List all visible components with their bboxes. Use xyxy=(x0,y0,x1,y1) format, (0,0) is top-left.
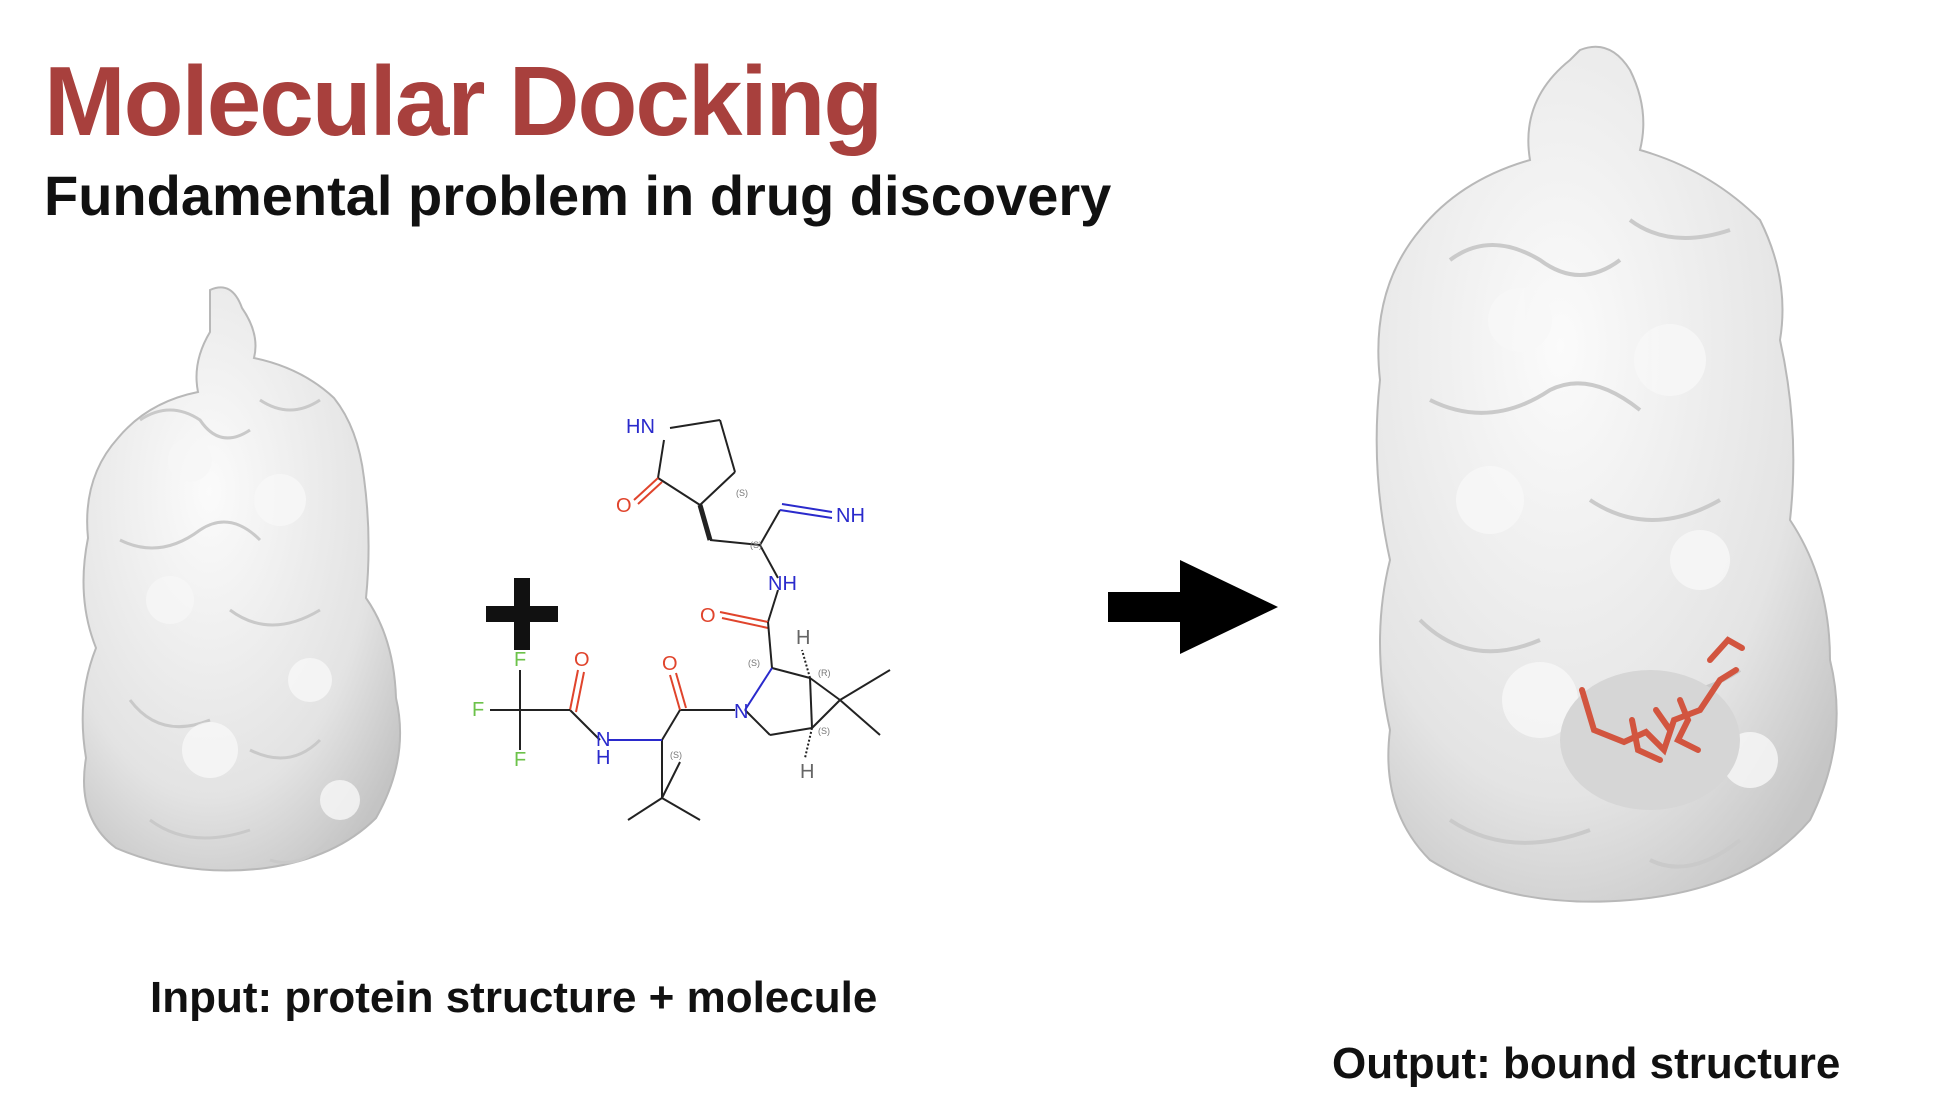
output-caption: Output: bound structure xyxy=(1332,1039,1841,1088)
plus-icon xyxy=(486,578,558,650)
atom-label-h-bottom: H xyxy=(800,761,814,783)
atom-label-f2: F xyxy=(472,699,484,721)
right-arrow-icon xyxy=(1108,560,1278,654)
input-protein-image xyxy=(81,286,401,872)
molecule-structure: HN O NH NH O N H H F F F O O N H (S) (S)… xyxy=(472,416,891,821)
atom-label-o-acyl: O xyxy=(662,653,678,675)
atom-label-o-amide: O xyxy=(700,605,716,627)
page-title: Molecular Docking xyxy=(44,46,883,156)
atom-label-nh-amide: NH xyxy=(768,573,797,595)
atom-label-f3: F xyxy=(514,749,526,771)
input-caption: Input: protein structure + molecule xyxy=(150,973,878,1022)
atom-label-o-lactam: O xyxy=(616,495,632,517)
atom-label-nh-imine: NH xyxy=(836,505,865,527)
atom-label-f1: F xyxy=(514,649,526,671)
stereo-label: (S) xyxy=(748,658,760,668)
atom-label-n-tfa: N xyxy=(596,729,610,751)
bound-ligand xyxy=(1579,636,1745,763)
atom-label-n-ring: N xyxy=(734,701,748,723)
atom-label-hn: HN xyxy=(626,416,655,438)
atom-label-o-tfa: O xyxy=(574,649,590,671)
subtitle: Fundamental problem in drug discovery xyxy=(44,164,1112,227)
stereo-label: (R) xyxy=(818,668,831,678)
output-protein-image xyxy=(1375,45,1838,903)
stereo-label: (S) xyxy=(818,726,830,736)
stereo-label: (S) xyxy=(750,540,762,550)
stereo-label: (S) xyxy=(736,488,748,498)
atom-label-n-tfa-h: H xyxy=(596,747,610,769)
stereo-label: (S) xyxy=(670,750,682,760)
atom-label-h-top: H xyxy=(796,627,810,649)
